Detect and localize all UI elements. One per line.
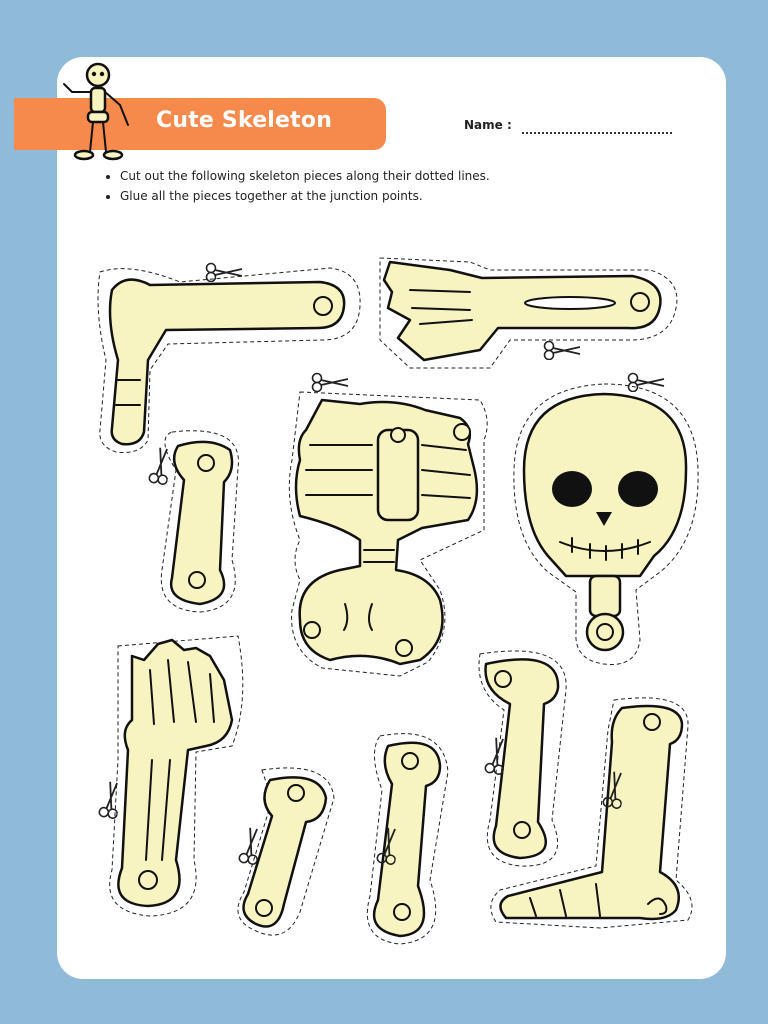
scissors-icon (543, 340, 581, 360)
bone-piece-skull (513, 372, 699, 665)
bone-piece-forearm-hand (379, 257, 678, 369)
title-banner (14, 98, 386, 150)
bone-piece-lower-bone-a (237, 767, 335, 936)
name-field-line (522, 132, 672, 134)
scissors-icon (311, 372, 349, 392)
skeleton-mascot-icon (63, 62, 129, 161)
bone-piece-ribcage-pelvis (288, 372, 488, 677)
instruction-item: Glue all the pieces together at the junc… (120, 186, 490, 206)
bone-piece-lower-bone-b (366, 733, 449, 945)
name-label: Name : (464, 118, 512, 132)
bone-piece-hand-forearm (97, 635, 244, 917)
instruction-item: Cut out the following skeleton pieces al… (120, 166, 490, 186)
bone-piece-lower-bone-c (478, 650, 567, 867)
bone-piece-leg-foot (490, 697, 693, 929)
instructions-list: Cut out the following skeleton pieces al… (100, 166, 490, 206)
bone-piece-upper-bone (147, 430, 239, 613)
worksheet-title: Cute Skeleton (156, 108, 333, 133)
bone-piece-upper-arm (97, 262, 361, 453)
